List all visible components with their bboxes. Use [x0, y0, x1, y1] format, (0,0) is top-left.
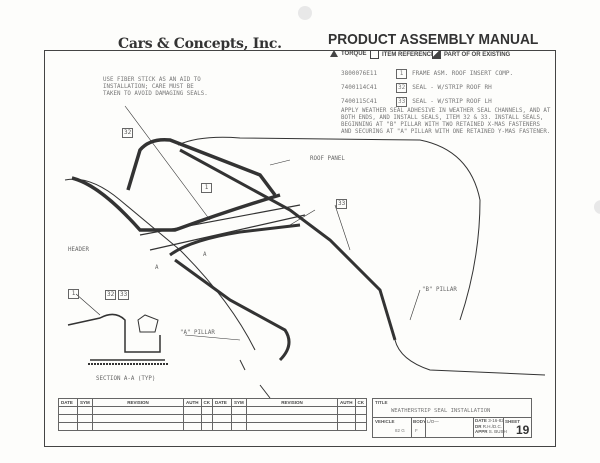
label-section: SECTION A-A (TYP) — [96, 376, 156, 382]
legend-torque: TORQUE — [330, 50, 367, 57]
revision-table: DATE SYM REVISION AUTH CK DATE SYM REVIS… — [58, 398, 367, 431]
col-date: DATE — [212, 398, 232, 407]
label-section-a: A — [155, 265, 159, 271]
appr-label: APPR — [475, 429, 488, 434]
callout-33: 33 — [336, 199, 348, 209]
callout-32: 32 — [122, 128, 134, 138]
sheet-number: 19 — [516, 423, 530, 437]
approvals: DATE 3-16-82 DR R.H./D.C. APPR S. BUSH — [475, 418, 507, 435]
col-sym: SYM — [231, 398, 247, 407]
installation-note: USE FIBER STICK AS AN AID TO INSTALLATIO… — [103, 77, 208, 97]
page-title: PRODUCT ASSEMBLY MANUAL — [328, 31, 539, 48]
col-date: DATE — [58, 398, 78, 407]
part-number: 7400115C41 — [341, 98, 378, 105]
callout-1: 1 — [201, 183, 212, 193]
part-description: SEAL - W/STRIP ROOF RH — [412, 84, 492, 91]
col-sym: SYM — [77, 398, 93, 407]
instructions: APPLY WEATHER SEAL ADHESIVE IN WEATHER S… — [341, 108, 551, 135]
a-pillar-seal — [174, 258, 291, 362]
col-ck: CK — [200, 398, 213, 407]
revision-header-row: DATE SYM REVISION AUTH CK DATE SYM REVIS… — [58, 398, 367, 407]
legend-label: TORQUE — [341, 50, 367, 57]
lo-label: L/O— — [427, 419, 439, 424]
col-auth: AUTH — [337, 398, 356, 407]
binder-hole — [298, 6, 312, 20]
callout-32: 32 — [105, 290, 117, 300]
dr-value: R.H./D.C. — [482, 423, 503, 429]
section-a-a — [67, 313, 165, 361]
b-pillar-outline — [394, 339, 546, 376]
seal-33 — [179, 148, 397, 341]
col-revision: REVISION — [246, 398, 338, 407]
col-auth: AUTH — [183, 398, 202, 407]
legend-label: PART OF OR EXISTING — [444, 51, 511, 58]
roof-panel-outline — [177, 136, 481, 321]
pillar-lines — [239, 359, 271, 399]
part-row: 7400114C41 32 SEAL - W/STRIP ROOF RH — [341, 81, 513, 95]
part-number: 7400114C41 — [341, 84, 378, 91]
seal-32 — [71, 176, 281, 232]
drawing-frame — [44, 50, 556, 447]
label-roof-panel: ROOF PANEL — [310, 156, 345, 162]
item-ref: 1 — [396, 69, 407, 79]
col-revision: REVISION — [92, 398, 184, 407]
part-row: 3800076E11 1 FRAME ASM. ROOF INSERT COMP. — [341, 67, 513, 81]
binder-hole — [594, 200, 600, 214]
part-number: 3800076E11 — [341, 70, 378, 77]
item-ref: 33 — [396, 97, 408, 107]
label-b-pillar: "B" PILLAR — [422, 287, 457, 293]
part-description: SEAL - W/STRIP ROOF LH — [412, 98, 492, 105]
title-label: TITLE — [375, 400, 388, 405]
frame-lower — [169, 223, 301, 257]
label-a-pillar: "A" PILLAR — [180, 330, 215, 336]
drawing-title: WEATHERSTRIP SEAL INSTALLATION — [391, 408, 491, 414]
part-description: FRAME ASM. ROOF INSERT COMP. — [412, 70, 514, 77]
header-outline — [64, 178, 256, 351]
body-label: BODY — [413, 419, 427, 424]
seal-32-upper — [126, 137, 277, 197]
callout-33: 33 — [118, 290, 130, 300]
label-section-a: A — [203, 252, 207, 258]
item-ref: 32 — [396, 83, 408, 93]
appr-value: S. BUSH — [488, 429, 507, 434]
col-ck: CK — [354, 398, 367, 407]
callout-1: 1 — [68, 289, 79, 299]
leader-lines — [75, 105, 421, 341]
sheet-label: SHEET — [505, 419, 521, 424]
company-logo: Cars & Concepts, Inc. — [118, 36, 282, 52]
triangle-icon — [330, 50, 338, 57]
dr-label: DR — [475, 423, 482, 429]
vehicle-value: 82 G — [395, 428, 405, 433]
date-label: DATE — [475, 418, 487, 423]
vehicle-label: VEHICLE — [375, 419, 395, 424]
label-header: HEADER — [68, 247, 89, 253]
seal-profile — [137, 314, 159, 333]
body-value: F — [415, 428, 418, 433]
part-row: 7400115C41 33 SEAL - W/STRIP ROOF LH — [341, 95, 513, 109]
title-block: TITLE WEATHERSTRIP SEAL INSTALLATION VEH… — [372, 398, 532, 438]
legend-label: ITEM REFERENCE — [382, 51, 436, 58]
roof-frame — [139, 204, 306, 251]
date-value: 3-16-82 — [488, 418, 504, 423]
